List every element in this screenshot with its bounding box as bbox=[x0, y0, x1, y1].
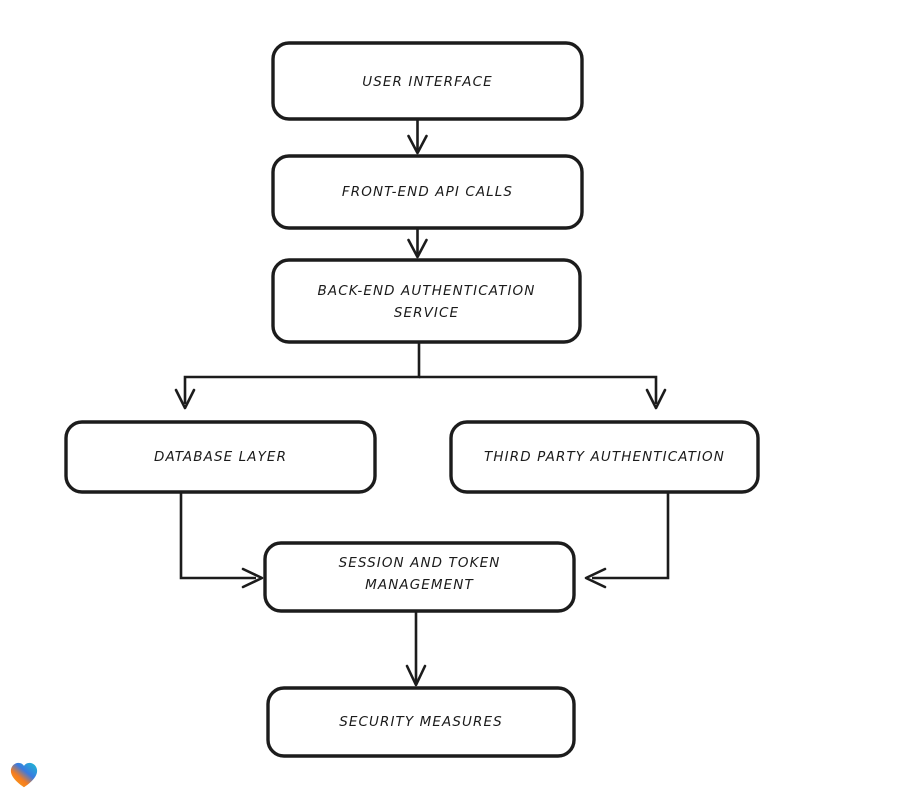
node-front-end-api-calls-box[interactable] bbox=[271, 154, 584, 230]
heart-icon-shape bbox=[10, 762, 38, 788]
heart-icon-watermark bbox=[8, 760, 48, 800]
node-front-end-api-calls-label: FRONT-END API CALLS bbox=[342, 184, 513, 200]
node-user-interface[interactable]: USER INTERFACE bbox=[271, 41, 584, 121]
node-security-measures-box[interactable] bbox=[266, 686, 576, 758]
node-third-party-authentication-label: THIRD PARTY AUTHENTICATION bbox=[484, 449, 725, 465]
edge-backend-to-database bbox=[174, 342, 421, 410]
node-third-party-authentication[interactable]: THIRD PARTY AUTHENTICATION bbox=[449, 420, 760, 494]
node-session-and-token-management-label-line1: SESSION AND TOKEN bbox=[339, 555, 501, 571]
node-session-and-token-management-label-line2: MANAGEMENT bbox=[365, 577, 474, 593]
node-session-and-token-management[interactable]: SESSION AND TOKEN MANAGEMENT bbox=[263, 541, 576, 613]
node-third-party-authentication-box[interactable] bbox=[449, 420, 760, 494]
edge-backend-to-thirdparty bbox=[419, 375, 667, 410]
node-back-end-authentication-service-label-line1: BACK-END AUTHENTICATION bbox=[318, 283, 536, 299]
node-back-end-authentication-service-label-line2: SERVICE bbox=[394, 305, 459, 321]
edge-frontend-to-backend bbox=[407, 228, 428, 259]
node-user-interface-box[interactable] bbox=[271, 41, 584, 121]
edge-database-to-session bbox=[179, 492, 264, 589]
edge-session-to-security bbox=[405, 611, 427, 687]
edge-thirdparty-to-session bbox=[584, 492, 670, 589]
node-database-layer[interactable]: DATABASE LAYER bbox=[64, 420, 377, 494]
node-user-interface-label: USER INTERFACE bbox=[362, 74, 492, 90]
node-database-layer-box[interactable] bbox=[64, 420, 377, 494]
node-session-and-token-management-box[interactable] bbox=[263, 541, 576, 613]
heart-icon bbox=[10, 762, 38, 788]
node-back-end-authentication-service[interactable]: BACK-END AUTHENTICATION SERVICE bbox=[271, 258, 582, 344]
node-back-end-authentication-service-box[interactable] bbox=[271, 258, 582, 344]
node-database-layer-label: DATABASE LAYER bbox=[154, 449, 287, 465]
node-security-measures[interactable]: SECURITY MEASURES bbox=[266, 686, 576, 758]
node-front-end-api-calls[interactable]: FRONT-END API CALLS bbox=[271, 154, 584, 230]
edge-ui-to-frontend bbox=[407, 119, 428, 155]
node-security-measures-label: SECURITY MEASURES bbox=[339, 714, 503, 730]
